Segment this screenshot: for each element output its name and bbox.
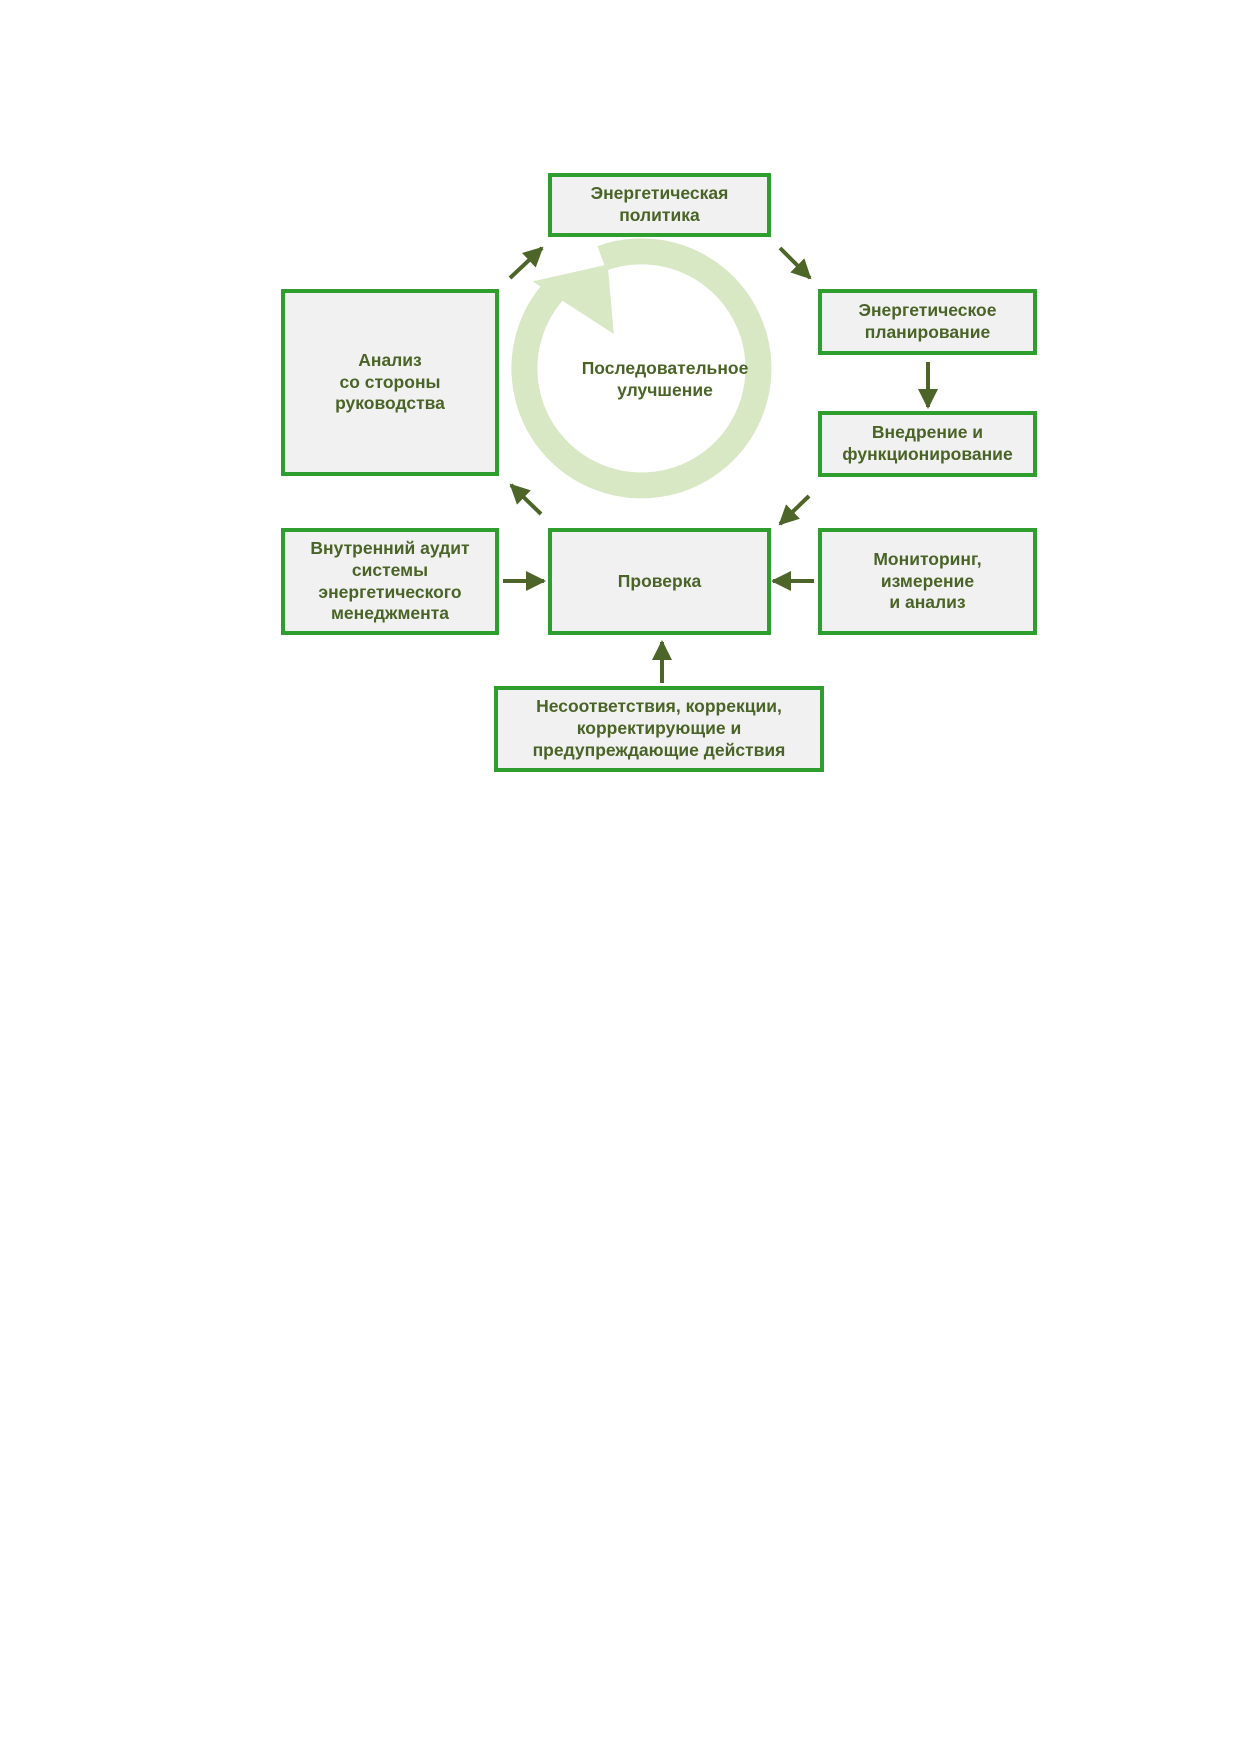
node-energy-planning: Энергетическое планирование [818,289,1037,355]
node-energy-policy: Энергетическая политика [548,173,771,237]
node-internal-audit: Внутренний аудит системы энергетического… [281,528,499,635]
node-check: Проверка [548,528,771,635]
cycle-ring [511,238,772,499]
node-management-review-label: Анализ со стороны руководства [335,349,445,414]
node-check-label: Проверка [617,570,702,591]
arrow-implementation-to-check [778,494,811,526]
node-monitoring: Мониторинг, измерение и анализ [818,528,1037,635]
arrow-review-to-policy [508,246,544,280]
node-energy-policy-label: Энергетическая политика [590,183,729,225]
node-internal-audit-label: Внутренний аудит системы энергетического… [310,537,470,624]
node-management-review: Анализ со стороны руководства [281,289,499,476]
cycle-arrow-icon [511,238,772,499]
cycle-arrowhead [532,264,614,334]
node-energy-planning-label: Энергетическое планирование [858,300,997,342]
node-implementation: Внедрение и функционирование [818,411,1037,477]
arrow-check-to-review [509,483,543,516]
arrow-policy-to-planning [778,246,812,280]
node-monitoring-label: Мониторинг, измерение и анализ [873,548,982,613]
node-implementation-label: Внедрение и функционирование [842,422,1013,464]
node-nonconformities-label: Несоответствия, коррекции, корректирующи… [532,696,786,760]
node-nonconformities: Несоответствия, коррекции, корректирующи… [494,686,824,772]
continual-improvement-label: Последовательное улучшение [581,358,749,400]
